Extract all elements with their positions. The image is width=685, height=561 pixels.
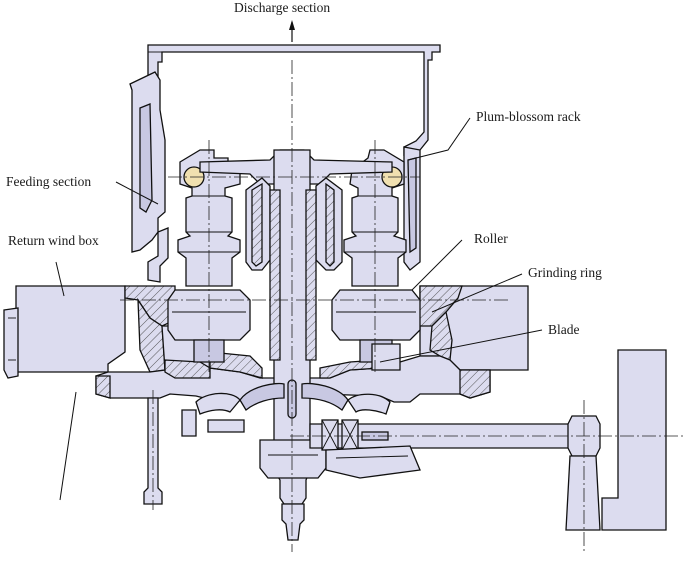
leader-lines <box>55 117 543 501</box>
discharge-hood <box>147 44 441 156</box>
grinding-ring-label: Grinding ring <box>528 265 602 280</box>
feeding-section-label: Feeding section <box>6 174 92 189</box>
central-shaft <box>259 149 327 541</box>
drive-shaft <box>309 415 601 479</box>
discharge-arrow <box>289 20 295 42</box>
return-wind-box-label: Return wind box <box>8 233 99 248</box>
blade-label: Blade <box>548 322 580 337</box>
left-roller-assembly <box>167 149 251 363</box>
grinding-ring-section <box>124 285 463 373</box>
blade-fan <box>195 382 391 415</box>
feeding-chute <box>129 71 169 283</box>
centerlines <box>120 60 685 552</box>
pulley-block <box>565 349 667 531</box>
discharge-section-label: Discharge section <box>234 0 331 15</box>
roller-label: Roller <box>474 231 508 246</box>
return-wind-box <box>3 285 126 379</box>
support-leg <box>143 397 245 505</box>
plum-blossom-rack-label: Plum-blossom rack <box>476 109 581 124</box>
